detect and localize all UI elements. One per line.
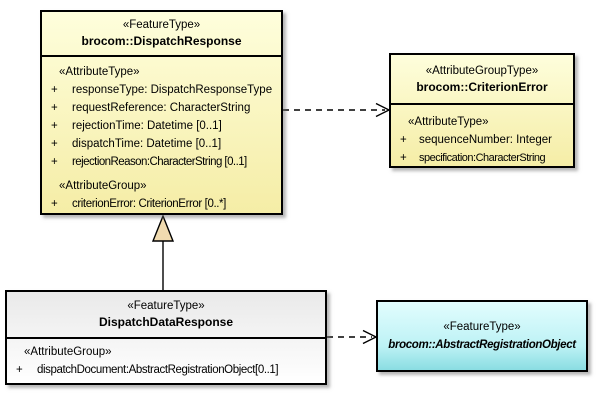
visibility-marker: + — [51, 120, 58, 132]
attribute-row: + responseType: DispatchResponseType — [42, 81, 281, 99]
attribute-row: + rejectionReason:CharacterString [0..1] — [42, 153, 281, 171]
stereotype-label: «FeatureType» — [443, 320, 521, 333]
open-arrowhead-icon — [362, 329, 378, 345]
attribute-row: + rejectionTime: Datetime [0..1] — [42, 117, 281, 135]
visibility-marker: + — [400, 152, 407, 164]
open-arrowhead-icon — [375, 102, 391, 118]
attribute-text: sequenceNumber: Integer — [419, 134, 552, 146]
attribute-row: + dispatchDocument:AbstractRegistrationO… — [7, 361, 325, 379]
section-label-attribute-group: «AttributeGroup» — [24, 346, 112, 358]
attribute-text: requestReference: CharacterString — [72, 102, 251, 114]
class-header: «FeatureType» brocom::DispatchResponse — [42, 12, 281, 57]
dependency-connector-abstract-registration-object[interactable] — [327, 329, 378, 345]
visibility-marker: + — [51, 198, 58, 210]
stereotype-label: «FeatureType» — [127, 300, 205, 312]
class-box-dispatch-data-response[interactable]: «FeatureType» DispatchDataResponse «Attr… — [5, 290, 327, 385]
section-label-attribute-type: «AttributeType» — [408, 116, 489, 128]
hollow-triangle-arrowhead-icon — [151, 214, 175, 242]
visibility-marker: + — [400, 134, 407, 146]
class-header: «FeatureType» DispatchDataResponse — [7, 292, 325, 339]
class-name: brocom::CriterionError — [416, 79, 548, 94]
section-label-attribute-type: «AttributeType» — [59, 66, 140, 78]
class-box-criterion-error[interactable]: «AttributeGroupType» brocom::CriterionEr… — [389, 53, 575, 168]
attribute-text: rejectionTime: Datetime [0..1] — [72, 120, 222, 132]
attribute-row: + criterionError: CriterionError [0..*] — [42, 195, 281, 213]
attribute-row: + sequenceNumber: Integer — [391, 131, 573, 149]
attribute-row: + dispatchTime: Datetime [0..1] — [42, 135, 281, 153]
dependency-connector-criterion-error[interactable] — [283, 102, 391, 118]
class-name: DispatchDataResponse — [98, 315, 234, 329]
class-box-dispatch-response[interactable]: «FeatureType» brocom::DispatchResponse «… — [40, 10, 283, 215]
attributes-compartment: «AttributeGroup» + dispatchDocument:Abst… — [7, 339, 325, 379]
class-header: «AttributeGroupType» brocom::CriterionEr… — [391, 55, 573, 105]
attribute-text: responseType: DispatchResponseType — [72, 84, 273, 96]
attribute-row: + specification:CharacterString — [391, 149, 573, 166]
visibility-marker: + — [16, 364, 23, 376]
attribute-text: rejectionReason:CharacterString [0..1] — [72, 156, 247, 168]
attributes-compartment: «AttributeType» + sequenceNumber: Intege… — [391, 105, 573, 166]
visibility-marker: + — [51, 156, 58, 168]
attributes-compartment: «AttributeType» + responseType: Dispatch… — [42, 57, 281, 213]
class-header: «FeatureType» brocom::AbstractRegistrati… — [378, 302, 586, 370]
attribute-text: dispatchDocument:AbstractRegistrationObj… — [37, 364, 279, 376]
attribute-text: specification:CharacterString — [419, 152, 546, 164]
visibility-marker: + — [51, 138, 58, 150]
stereotype-label: «AttributeGroupType» — [425, 64, 539, 77]
generalization-connector[interactable] — [151, 214, 175, 290]
attribute-row: + requestReference: CharacterString — [42, 99, 281, 117]
attribute-text: dispatchTime: Datetime [0..1] — [72, 138, 222, 150]
visibility-marker: + — [51, 102, 58, 114]
section-label-attribute-group: «AttributeGroup» — [59, 180, 147, 192]
visibility-marker: + — [51, 84, 58, 96]
stereotype-label: «FeatureType» — [122, 19, 201, 31]
class-name: brocom::AbstractRegistrationObject — [388, 338, 576, 351]
class-name: brocom::DispatchResponse — [81, 34, 242, 48]
class-box-abstract-registration-object[interactable]: «FeatureType» brocom::AbstractRegistrati… — [376, 300, 588, 372]
attribute-text: criterionError: CriterionError [0..*] — [72, 198, 226, 210]
